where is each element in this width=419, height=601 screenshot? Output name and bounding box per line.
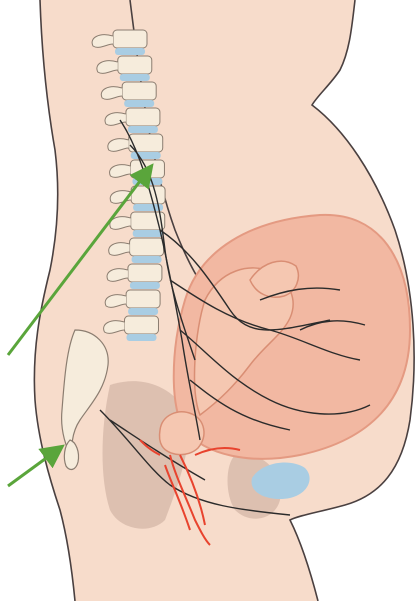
intervertebral-disc [115, 48, 145, 55]
intervertebral-disc [124, 100, 154, 107]
intervertebral-disc [132, 256, 162, 263]
vertebra [118, 56, 152, 74]
vertebra [131, 186, 165, 204]
intervertebral-disc [131, 152, 161, 159]
intervertebral-disc [128, 308, 158, 315]
vertebra [128, 264, 162, 282]
intervertebral-disc [130, 282, 160, 289]
vertebra [122, 82, 156, 100]
intervertebral-disc [128, 126, 158, 133]
intervertebral-disc [120, 74, 150, 81]
fetus-head [159, 412, 204, 455]
vertebra [126, 290, 160, 308]
intervertebral-disc [133, 230, 163, 237]
vertebra [113, 30, 147, 48]
vertebra [124, 316, 158, 334]
intervertebral-disc [126, 334, 156, 341]
vertebra [130, 238, 164, 256]
vertebra [126, 108, 160, 126]
